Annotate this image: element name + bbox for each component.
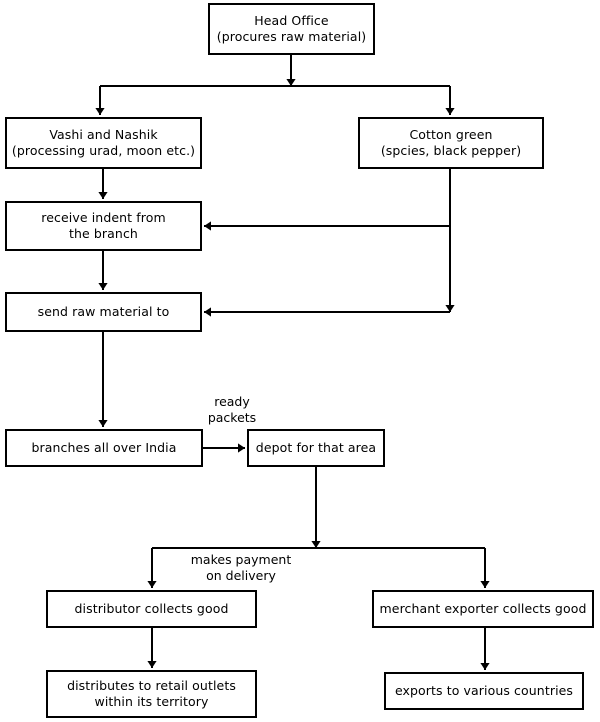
- edge-cotton-trunk-to-send-raw-material-arrowhead: [204, 307, 211, 317]
- node-merchant-exporter-collects-good-label: merchant exporter collects good: [379, 601, 587, 617]
- edge-branches-to-depot-arrowhead: [238, 443, 245, 453]
- edge-distributor-to-retail-outlets-arrowhead: [147, 661, 157, 668]
- node-send-raw-material[interactable]: send raw material to: [5, 292, 202, 332]
- node-branches-all-over-india-label: branches all over India: [31, 440, 177, 456]
- edge-head-office-to-branch-split-arrowhead: [286, 79, 296, 86]
- edge-cotton-green-down-trunk-arrowhead: [445, 305, 455, 312]
- node-cotton-green-label: Cotton green (spcies, black pepper): [380, 127, 522, 158]
- edge-label-makes-payment-on-delivery: makes payment on delivery: [190, 552, 292, 583]
- node-depot-for-that-area[interactable]: depot for that area: [247, 429, 385, 467]
- node-merchant-exporter-collects-good[interactable]: merchant exporter collects good: [372, 590, 594, 628]
- node-receive-indent-label: receive indent from the branch: [41, 210, 166, 241]
- edge-cotton-trunk-to-receive-indent-arrowhead: [204, 221, 211, 231]
- node-distributes-to-retail-outlets-label: distributes to retail outlets within its…: [67, 678, 236, 709]
- node-cotton-green[interactable]: Cotton green (spcies, black pepper): [358, 117, 544, 169]
- node-vashi-and-nashik[interactable]: Vashi and Nashik (processing urad, moon …: [5, 117, 202, 169]
- edge-depot-down-to-split-arrowhead: [311, 541, 321, 548]
- node-distributor-collects-good[interactable]: distributor collects good: [46, 590, 257, 628]
- edge-to-vashi-and-nashik-arrowhead: [95, 108, 105, 115]
- node-depot-for-that-area-label: depot for that area: [255, 440, 377, 456]
- node-head-office-label: Head Office (procures raw material): [216, 13, 367, 44]
- edge-vashi-to-receive-indent-arrowhead: [98, 192, 108, 199]
- edge-receive-indent-to-send-raw-material-arrowhead: [98, 283, 108, 290]
- edge-send-raw-material-to-branches-arrowhead: [98, 420, 108, 427]
- node-distributes-to-retail-outlets[interactable]: distributes to retail outlets within its…: [46, 670, 257, 718]
- edge-to-cotton-green-arrowhead: [445, 108, 455, 115]
- node-exports-to-various-countries-label: exports to various countries: [394, 683, 574, 699]
- node-send-raw-material-label: send raw material to: [37, 304, 170, 320]
- node-vashi-and-nashik-label: Vashi and Nashik (processing urad, moon …: [11, 127, 196, 158]
- edge-label-ready-packets: ready packets: [207, 394, 257, 425]
- edge-to-merchant-exporter-arrowhead: [480, 581, 490, 588]
- node-branches-all-over-india[interactable]: branches all over India: [5, 429, 203, 467]
- node-receive-indent[interactable]: receive indent from the branch: [5, 201, 202, 251]
- edge-merchant-to-exports-arrowhead: [480, 663, 490, 670]
- node-distributor-collects-good-label: distributor collects good: [74, 601, 229, 617]
- edge-to-distributor-arrowhead: [147, 581, 157, 588]
- node-exports-to-various-countries[interactable]: exports to various countries: [384, 672, 584, 710]
- node-head-office[interactable]: Head Office (procures raw material): [208, 3, 375, 55]
